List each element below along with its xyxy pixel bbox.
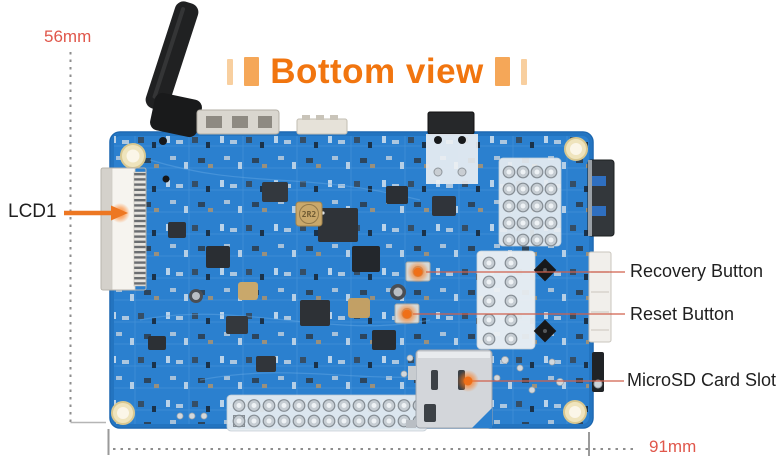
hdmi-connector	[196, 109, 280, 135]
usb-port	[587, 159, 615, 237]
lcd-arrow	[64, 203, 130, 223]
figure-title-row: Bottom view	[0, 54, 782, 89]
microsd-slot	[406, 349, 493, 429]
reset-callout-label: Reset Button	[630, 304, 735, 324]
right-white-connector	[588, 251, 612, 343]
microsd-callout-label: MicroSD Card Slot	[627, 370, 777, 390]
callout-lines	[413, 271, 625, 382]
inductor-2r2: 2R2	[295, 201, 323, 227]
highlight-dots	[396, 261, 479, 392]
dimension-lines	[69, 52, 637, 456]
inductor-label: 2R2	[302, 210, 317, 219]
height-dimension-label: 56mm	[44, 27, 92, 46]
width-dimension-label: 91mm	[649, 437, 697, 456]
title-accent-bar-left-wide	[244, 57, 260, 86]
title-accent-bar-right-wide	[494, 57, 510, 86]
ethernet-pad-grid	[498, 157, 562, 247]
lcd-connector	[100, 167, 147, 291]
smd-components	[148, 182, 456, 372]
antenna-cable	[145, 1, 202, 138]
top-small-connector	[296, 115, 348, 135]
gpio-header	[226, 394, 428, 432]
figure-title: Bottom view	[270, 52, 484, 91]
title-accent-bar-left-thin	[227, 58, 234, 85]
solder-pads	[176, 354, 564, 420]
top-black-connector	[426, 111, 478, 184]
lcd-callout-label: LCD1	[8, 201, 57, 222]
recovery-callout-label: Recovery Button	[630, 261, 764, 281]
right-edge-component	[592, 352, 604, 392]
mounting-holes	[111, 137, 588, 425]
title-accent-bar-right-thin	[520, 58, 527, 85]
